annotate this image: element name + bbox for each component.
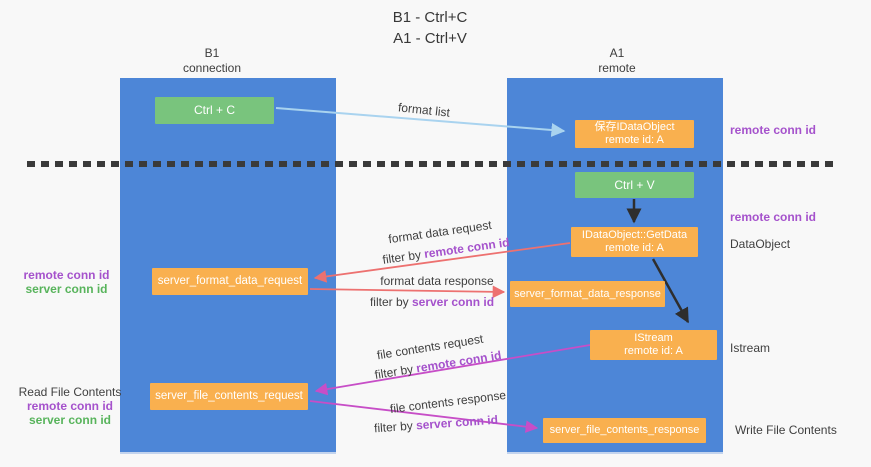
filter-by-text: filter by	[381, 247, 426, 267]
file-contents-response-label: file contents response	[389, 387, 507, 417]
istream-box: IStream remote id: A	[590, 330, 717, 360]
server-format-data-response-box: server_format_data_response	[510, 281, 665, 307]
lifeline-a1-role: remote	[598, 61, 636, 75]
right-remote-conn-id-mid: remote conn id	[730, 210, 817, 224]
clipboard-boundary-dashed-line	[27, 161, 833, 167]
lifeline-b1-role: connection	[182, 61, 242, 75]
istream-line1: IStream	[634, 332, 673, 344]
diagram-title: B1 - Ctrl+C A1 - Ctrl+V	[0, 7, 860, 49]
istream-line2: remote id: A	[624, 345, 683, 357]
title-line-1: B1 - Ctrl+C	[392, 9, 468, 26]
left-read-file-contents-label: Read File Contents	[18, 385, 122, 399]
format-list-label: format list	[397, 100, 451, 120]
right-write-file-contents-label: Write File Contents	[735, 423, 837, 437]
filter-by-server-conn-id-label-2: filter by server conn id	[374, 413, 499, 436]
lifeline-a1-name: A1	[609, 46, 625, 60]
filter-by-text: filter by	[373, 361, 418, 382]
server-file-contents-response-box: server_file_contents_response	[543, 418, 706, 443]
server-conn-id-text: server conn id	[415, 412, 499, 433]
ctrl-v-box: Ctrl + V	[575, 172, 694, 198]
server-format-data-response-label: server_format_data_response	[514, 287, 661, 300]
getdata-line1: IDataObject::GetData	[581, 229, 688, 241]
right-dataobject-label: DataObject	[730, 237, 791, 251]
ctrl-c-label: Ctrl + C	[193, 103, 235, 117]
lifeline-header-b1: B1 connection	[132, 46, 292, 76]
right-remote-conn-id-top: remote conn id	[730, 123, 817, 137]
save-dataobject-line2: remote id: A	[605, 134, 664, 146]
idataobject-getdata-box: IDataObject::GetData remote id: A	[571, 227, 698, 257]
server-format-data-request-label: server_format_data_request	[157, 275, 303, 287]
getdata-line2: remote id: A	[605, 242, 664, 254]
format-data-response-label: format data response	[380, 274, 494, 288]
save-dataobject-box: 保存IDataObject remote id: A	[575, 120, 694, 148]
save-dataobject-line1: 保存IDataObject	[594, 121, 675, 133]
server-file-contents-request-box: server_file_contents_request	[150, 383, 308, 410]
format-data-response-arrow	[309, 285, 506, 299]
lifeline-header-a1: A1 remote	[537, 46, 697, 76]
filter-by-text: filter by	[369, 295, 412, 309]
left-remote-conn-id-top: remote conn id	[23, 268, 110, 282]
left-remote-conn-id-bottom: remote conn id	[26, 399, 113, 413]
left-conn-id-group-bottom: Read File Contents remote conn id server…	[10, 385, 130, 427]
left-conn-id-group-top: remote conn id server conn id	[14, 268, 119, 296]
lifeline-b1-name: B1	[204, 46, 220, 60]
left-server-conn-id-bottom: server conn id	[28, 413, 112, 427]
filter-by-text: filter by	[373, 418, 417, 436]
server-file-contents-request-label: server_file_contents_request	[155, 390, 303, 402]
server-file-contents-response-label: server_file_contents_response	[549, 424, 700, 436]
left-server-conn-id-top: server conn id	[25, 282, 108, 296]
filter-by-server-conn-id-label-1: filter by server conn id	[370, 295, 494, 309]
title-line-2: A1 - Ctrl+V	[393, 30, 467, 47]
server-conn-id-text: server conn id	[411, 295, 495, 309]
server-format-data-request-box: server_format_data_request	[152, 268, 308, 295]
right-istream-label: Istream	[730, 341, 771, 355]
ctrl-c-box: Ctrl + C	[155, 97, 274, 124]
ctrl-v-label: Ctrl + V	[614, 177, 655, 192]
